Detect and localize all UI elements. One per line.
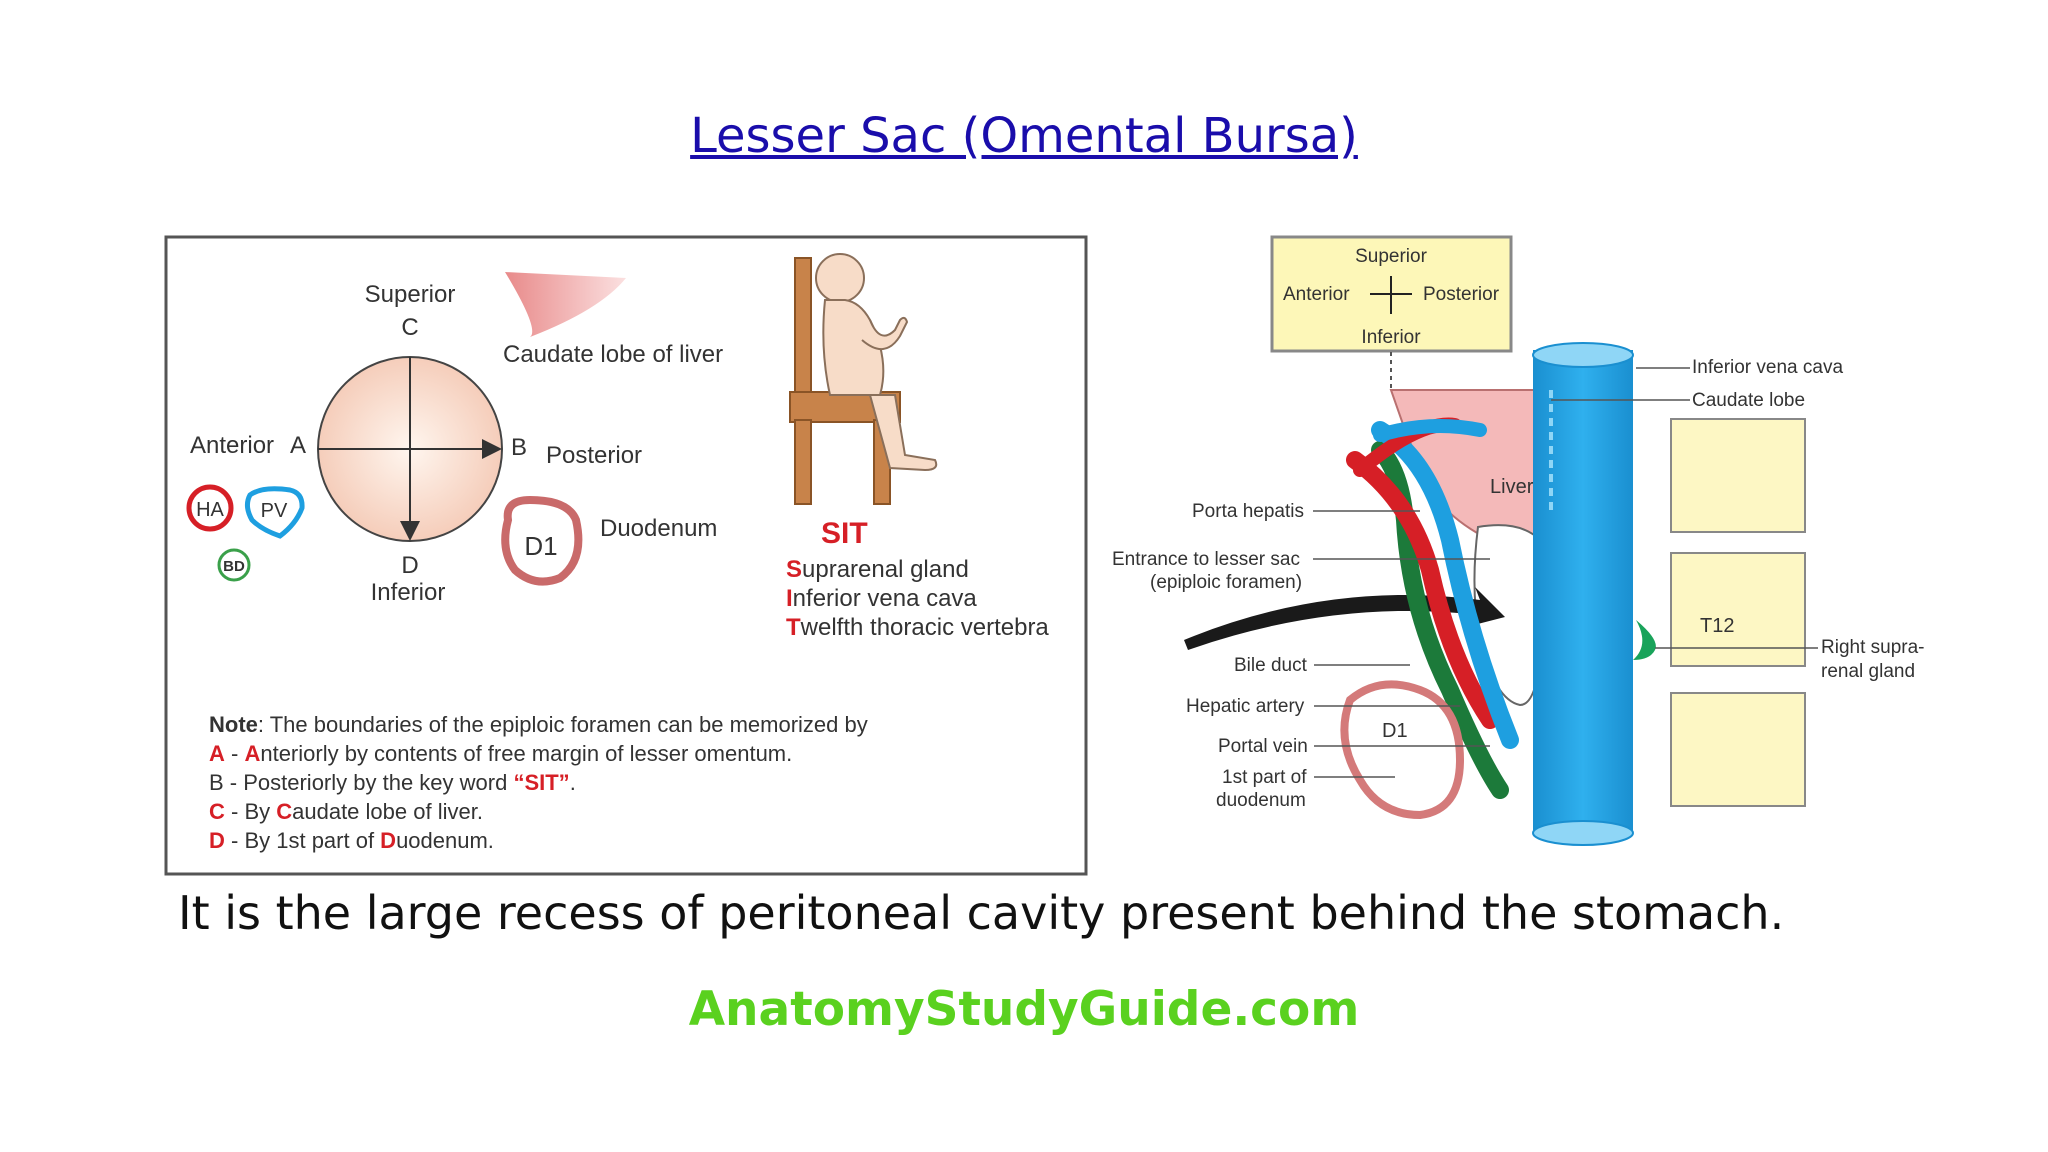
label-b: B bbox=[511, 434, 527, 461]
duodenum-ring bbox=[501, 495, 583, 586]
duodenum-d1-ring bbox=[1340, 680, 1465, 820]
ivc-tube bbox=[1533, 350, 1633, 835]
label-entrance-1: Entrance to lesser sac bbox=[1112, 549, 1300, 570]
label-c: C bbox=[401, 314, 418, 341]
note-line-d: D - By 1st part of Duodenum. bbox=[209, 828, 494, 853]
hepatic-artery-vessel bbox=[1346, 451, 1499, 729]
box-label-inferior: Inferior bbox=[1361, 327, 1421, 348]
brand-text: AnatomyStudyGuide.com bbox=[688, 982, 1360, 1037]
note-line-c: C - By Caudate lobe of liver. bbox=[209, 799, 483, 824]
page-title-link[interactable]: Lesser Sac (Omental Bursa) bbox=[690, 108, 1358, 164]
label-ivc: Inferior vena cava bbox=[1692, 357, 1843, 378]
label-supra-2: renal gland bbox=[1821, 661, 1915, 682]
sitting-person-illustration bbox=[789, 253, 938, 505]
bile-duct-vessel bbox=[1371, 441, 1509, 799]
bile-duct-ring bbox=[217, 548, 251, 582]
left-branch-blue bbox=[1373, 419, 1487, 442]
sit-line-3: Twelfth thoracic vertebra bbox=[786, 614, 1049, 641]
label-d: D bbox=[401, 552, 418, 579]
label-sit: SIT bbox=[821, 517, 868, 550]
label-bile-duct: Bile duct bbox=[1234, 655, 1308, 676]
note-line-a: A - Anteriorly by contents of free margi… bbox=[209, 741, 792, 766]
label-duodenum: Duodenum bbox=[600, 515, 717, 542]
label-first-part-2: duodenum bbox=[1216, 790, 1306, 811]
label-posterior: Posterior bbox=[546, 442, 642, 469]
label-anterior: Anterior bbox=[190, 432, 274, 459]
label-portal-vein: Portal vein bbox=[1218, 736, 1308, 757]
sit-line-2: Inferior vena cava bbox=[786, 585, 977, 612]
label-caudate-lobe: Caudate lobe of liver bbox=[503, 341, 723, 368]
label-superior: Superior bbox=[365, 281, 456, 308]
suprarenal-gland-shape bbox=[1633, 620, 1656, 660]
label-d1-right: D1 bbox=[1382, 720, 1408, 742]
label-first-part-1: 1st part of bbox=[1222, 767, 1307, 788]
label-t12: T12 bbox=[1700, 615, 1734, 637]
vertebra-box-t12 bbox=[1670, 552, 1806, 667]
orientation-box bbox=[1270, 235, 1513, 353]
label-a: A bbox=[290, 432, 306, 459]
label-entrance-2: (epiploic foramen) bbox=[1150, 572, 1302, 593]
caption-text: It is the large recess of peritoneal cav… bbox=[178, 886, 1785, 940]
sit-line-1: Suprarenal gland bbox=[786, 556, 969, 583]
ivc-bottom bbox=[1532, 820, 1634, 846]
label-supra-1: Right supra- bbox=[1821, 637, 1925, 658]
label-pv: PV bbox=[261, 500, 288, 522]
vertebra-box-lower bbox=[1670, 692, 1806, 807]
label-porta-hepatis: Porta hepatis bbox=[1192, 501, 1304, 522]
label-inferior: Inferior bbox=[371, 579, 446, 606]
left-panel: Superior C Anterior A B Posterior D Infe… bbox=[164, 235, 1088, 876]
note-line-b: B - Posteriorly by the key word “SIT”. bbox=[209, 770, 576, 795]
hepatic-artery-ring bbox=[186, 484, 234, 532]
vertebra-box-upper bbox=[1670, 418, 1806, 533]
box-label-anterior: Anterior bbox=[1283, 284, 1350, 305]
label-bd: BD bbox=[223, 558, 245, 575]
label-caudate-lobe-right: Caudate lobe bbox=[1692, 390, 1805, 411]
box-label-posterior: Posterior bbox=[1423, 284, 1500, 305]
right-panel: Superior Anterior Posterior Inferior T12… bbox=[1112, 235, 1925, 846]
label-hepatic-artery: Hepatic artery bbox=[1186, 696, 1305, 717]
label-ha: HA bbox=[196, 499, 224, 521]
portal-vein-vessel bbox=[1371, 421, 1519, 749]
label-liver: Liver bbox=[1490, 476, 1534, 498]
box-label-superior: Superior bbox=[1355, 246, 1427, 267]
caudate-wedge-shape bbox=[505, 272, 626, 337]
ivc-top bbox=[1532, 342, 1634, 368]
portal-vein-ring bbox=[244, 486, 305, 539]
label-d1-left: D1 bbox=[524, 531, 557, 561]
left-panel-frame bbox=[164, 235, 1088, 876]
note-line-1: Note: The boundaries of the epiploic for… bbox=[209, 712, 868, 737]
